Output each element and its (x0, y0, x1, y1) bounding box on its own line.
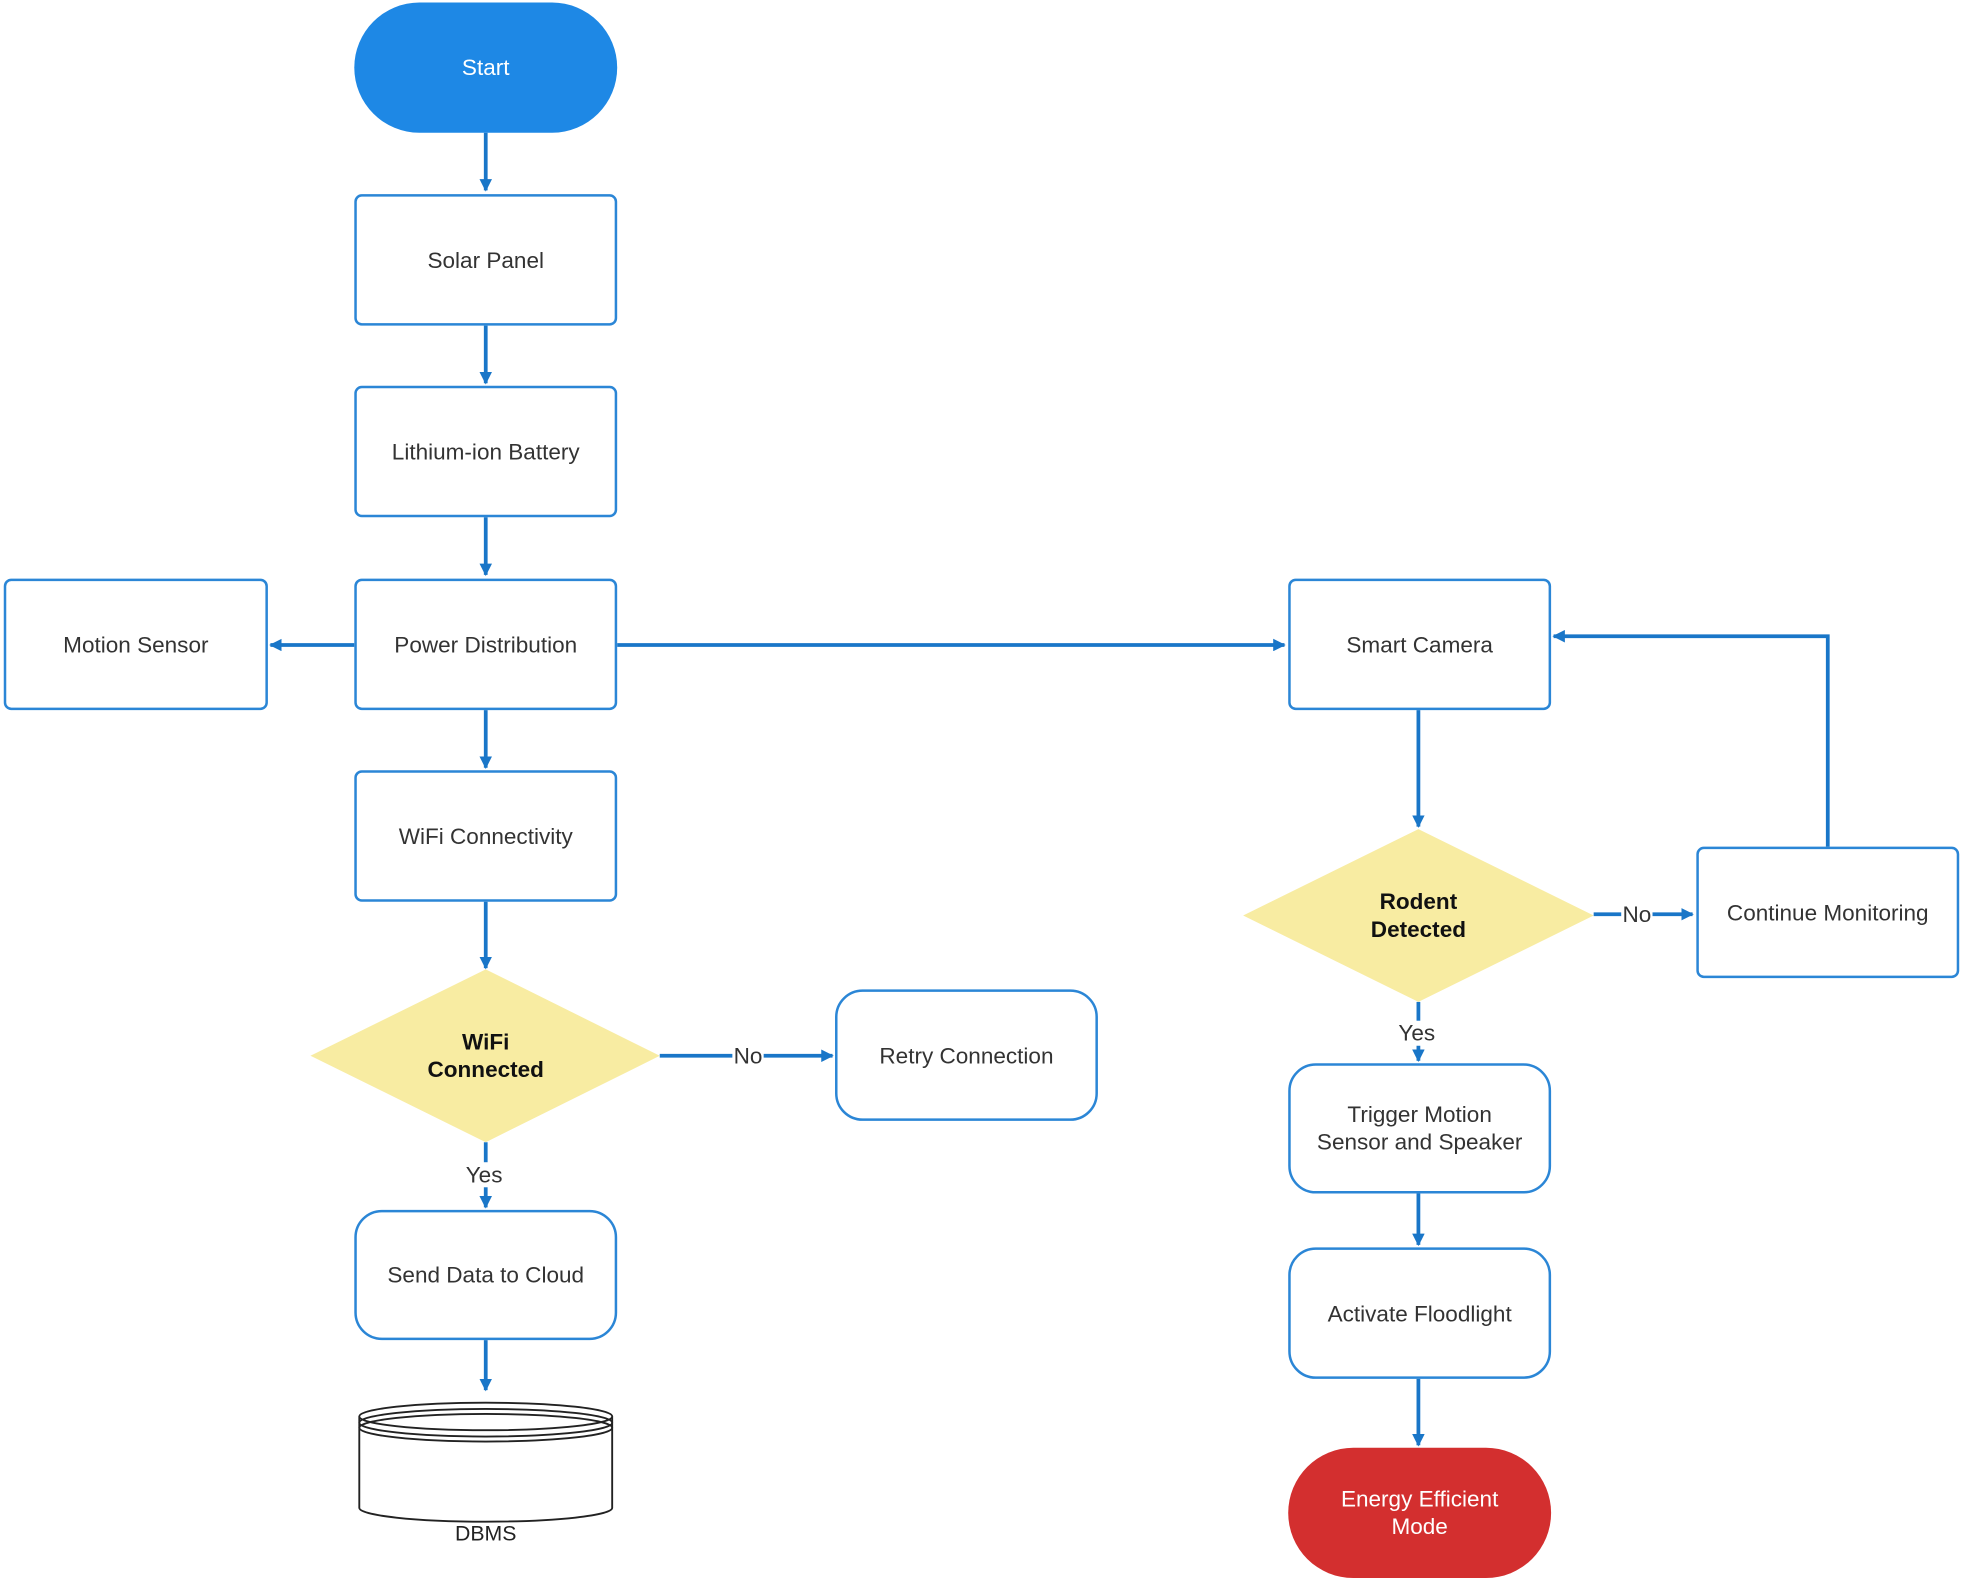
send-data-label: Send Data to Cloud (387, 1262, 585, 1288)
start-node: Start (354, 2, 618, 133)
wifi-connected-label: WiFi Connected (427, 1029, 544, 1083)
battery-label: Lithium-ion Battery (391, 438, 580, 465)
smart-camera-label: Smart Camera (1346, 631, 1493, 657)
rodent-detected-label: Rodent Detected (1370, 889, 1466, 942)
retry-connection-label: Retry Connection (879, 1042, 1054, 1068)
continue-monitoring-node: Continue Monitoring (1696, 846, 1960, 979)
dbms-cylinder (358, 1401, 614, 1523)
wifi-yes-label: Yes (464, 1162, 504, 1188)
solar-panel-label: Solar Panel (427, 247, 544, 273)
energy-efficient-node: Energy Efficient Mode (1288, 1447, 1552, 1579)
power-distribution-label: Power Distribution (394, 631, 578, 657)
rodent-yes-label: Yes (1397, 1020, 1437, 1046)
rodent-no-label: No (1621, 901, 1653, 927)
smart-camera-node: Smart Camera (1288, 578, 1552, 711)
rodent-detected-diamond (1243, 829, 1594, 1002)
edge-monitoring-camera (1552, 629, 1830, 847)
wifi-no-label: No (732, 1043, 764, 1069)
activate-floodlight-node: Activate Floodlight (1288, 1247, 1552, 1379)
retry-connection-node: Retry Connection (835, 989, 1098, 1121)
wifi-connectivity-node: WiFi Connectivity (354, 770, 618, 902)
wifi-connected-diamond (310, 969, 660, 1143)
start-label: Start (461, 55, 510, 81)
wifi-connectivity-label: WiFi Connectivity (398, 823, 573, 849)
trigger-motion-label: Trigger Motion Sensor and Speaker (1316, 1102, 1523, 1155)
energy-efficient-label: Energy Efficient Mode (1340, 1486, 1499, 1540)
trigger-motion-node: Trigger Motion Sensor and Speaker (1288, 1063, 1552, 1194)
activate-floodlight-label: Activate Floodlight (1327, 1300, 1512, 1326)
motion-sensor-node: Motion Sensor (3, 578, 268, 711)
send-data-node: Send Data to Cloud (354, 1209, 618, 1341)
continue-monitoring-label: Continue Monitoring (1726, 899, 1929, 925)
motion-sensor-label: Motion Sensor (63, 631, 209, 657)
solar-panel-node: Solar Panel (354, 194, 618, 326)
power-distribution-node: Power Distribution (354, 578, 618, 711)
dbms-label: DBMS (454, 1521, 517, 1546)
battery-node: Lithium-ion Battery (354, 385, 618, 518)
